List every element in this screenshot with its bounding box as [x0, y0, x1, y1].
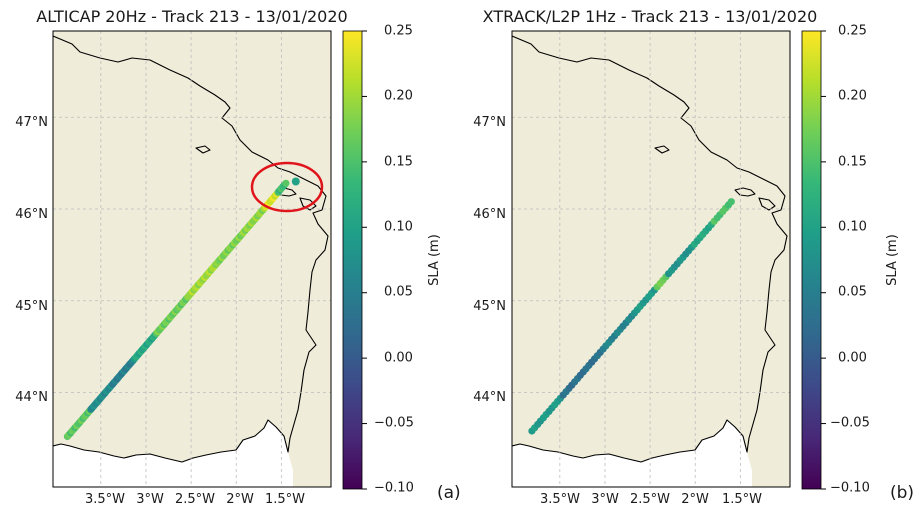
panel-a-cb-tick: 0.15 [384, 155, 413, 170]
panel-a-lon-tick: 3.5°W [85, 492, 125, 507]
panel-a: ALTICAP 20Hz - Track 213 - 13/01/2020 3.… [15, 7, 460, 507]
panel-b-island-2 [758, 197, 776, 211]
panel-b-lat-tick: 45°N [473, 299, 506, 314]
panel-a-grid [53, 31, 331, 487]
panel-b-cb-tick: 0.10 [838, 220, 867, 235]
panel-b-cb-tick: 0.00 [838, 351, 867, 366]
panel-a-lon-tick: 2.5°W [175, 492, 215, 507]
panel-a-cb-tick: 0.25 [384, 24, 413, 39]
panel-b-cb-tick: 0.05 [838, 285, 867, 300]
panel-b-cb-tick: −0.05 [830, 416, 870, 431]
panel-b-title: XTRACK/L2P 1Hz - Track 213 - 13/01/2020 [483, 7, 818, 26]
panel-b-grid [512, 31, 790, 487]
panel-a-france-land [53, 31, 331, 487]
panel-a-highlight-circle [250, 161, 324, 213]
panel-b-cb-tick: 0.25 [838, 24, 867, 39]
panel-a-colorbar [342, 30, 363, 490]
panel-a-cb-tick: −0.05 [374, 416, 414, 431]
panel-b-colorbar-label: SLA (m) [885, 234, 900, 286]
panel-b-lat-tick: 44°N [473, 390, 506, 405]
panel-a-lon-tick: 3°W [136, 492, 164, 507]
track-point [282, 179, 290, 187]
panel-a-lat-tick: 44°N [15, 390, 48, 405]
panel-a-title: ALTICAP 20Hz - Track 213 - 13/01/2020 [36, 7, 347, 26]
panel-a-lon-tick: 1.5°W [265, 492, 305, 507]
panel-a-frame [52, 30, 332, 488]
panel-b-lat-tick: 46°N [473, 207, 506, 222]
panel-b-letter: (b) [890, 483, 914, 503]
panel-b-lon-tick: 3°W [591, 492, 619, 507]
panel-b-cb-tick: 0.15 [838, 155, 867, 170]
panel-a-colorbar-label: SLA (m) [427, 234, 442, 286]
panel-a-letter: (a) [437, 483, 461, 503]
panel-b-island-3 [654, 145, 670, 154]
panel-b-cb-tick: −0.10 [830, 481, 870, 496]
panel-b-lon-tick: 3.5°W [540, 492, 580, 507]
panel-b-colorbar-ticks [821, 30, 826, 490]
panel-a-cb-tick: 0.20 [384, 89, 413, 104]
panel-a-island-3 [195, 145, 211, 154]
panel-b-lat-tick: 47°N [473, 115, 506, 130]
panel-a-island-2 [299, 197, 317, 211]
panel-b-lon-tick: 1.5°W [722, 492, 762, 507]
panel-a-lat-tick: 47°N [15, 115, 48, 130]
panel-a-track [63, 177, 300, 441]
panel-a-lon-tick: 2°W [226, 492, 254, 507]
panel-a-map [53, 31, 331, 487]
panel-a-cb-tick: −0.10 [374, 481, 414, 496]
panel-b-track [528, 198, 735, 435]
panel-b-lon-tick: 2°W [681, 492, 709, 507]
panel-a-cb-tick: 0.10 [384, 220, 413, 235]
panel-b-colorbar [801, 30, 822, 490]
panel-b-coastline [512, 35, 788, 463]
track-outlier-point [291, 177, 300, 186]
panel-a-lat-tick: 45°N [15, 299, 48, 314]
panel-b-lon-tick: 2.5°W [630, 492, 670, 507]
panel-a-lat-tick: 46°N [15, 207, 48, 222]
panel-b-france-land [512, 31, 790, 487]
panel-b: XTRACK/L2P 1Hz - Track 213 - 13/01/2020 … [473, 7, 914, 507]
panel-b-map [512, 31, 790, 487]
panel-b-cb-tick: 0.20 [838, 89, 867, 104]
panel-b-frame [511, 30, 791, 488]
panel-a-cb-tick: 0.00 [384, 351, 413, 366]
track-point [727, 198, 735, 206]
panel-a-cb-tick: 0.05 [384, 285, 413, 300]
panel-a-colorbar-ticks [362, 30, 367, 490]
panel-a-coastline [53, 35, 329, 463]
